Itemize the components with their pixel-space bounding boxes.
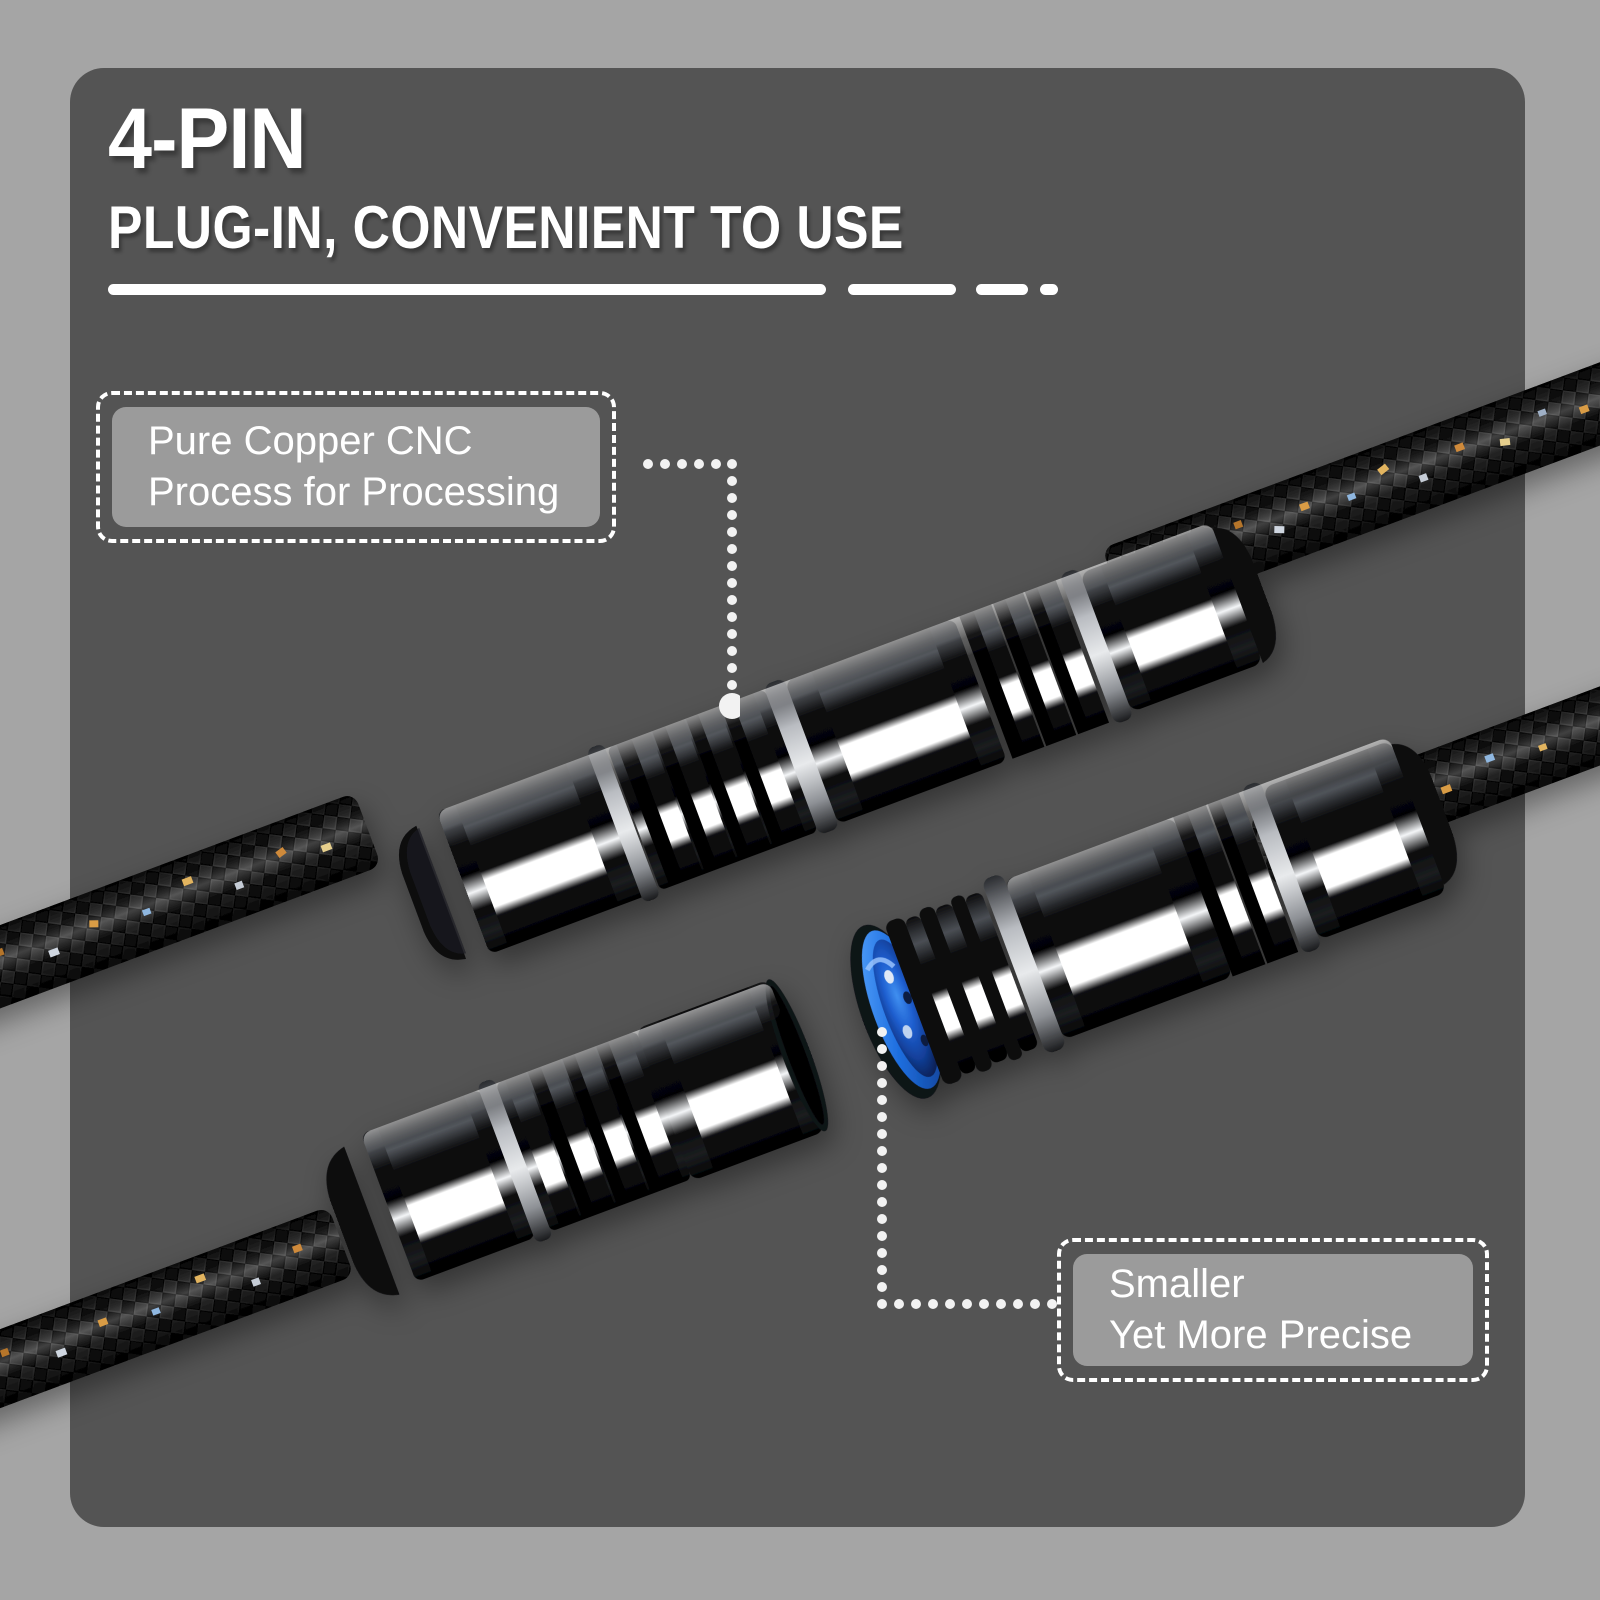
page-title: 4-PIN [108,91,307,187]
connector-assembly-top [0,355,1600,1059]
callout-pure-copper: Pure Copper CNC Process for Processing [96,391,616,543]
headline-block: 4-PIN PLUG-IN, CONVENIENT TO USE [108,96,1108,258]
callout-smaller-precise: Smaller Yet More Precise [1057,1238,1489,1382]
pin-face [850,924,941,1099]
title-underline-rule [108,284,1058,295]
callout-smaller-precise-line2: Yet More Precise [1109,1313,1413,1357]
page-subtitle: PLUG-IN, CONVENIENT TO USE [108,194,904,261]
male-plug-bottom-left [0,979,829,1462]
callout-pure-copper-line2: Process for Processing [148,470,560,514]
female-socket-bottom-right [850,656,1600,1099]
callout-pure-copper-line1: Pure Copper CNC [148,419,473,464]
callout-pure-copper-body: Pure Copper CNC Process for Processing [112,407,600,527]
callout-smaller-precise-line1: Smaller [1109,1262,1245,1307]
callout-smaller-precise-body: Smaller Yet More Precise [1073,1254,1473,1366]
